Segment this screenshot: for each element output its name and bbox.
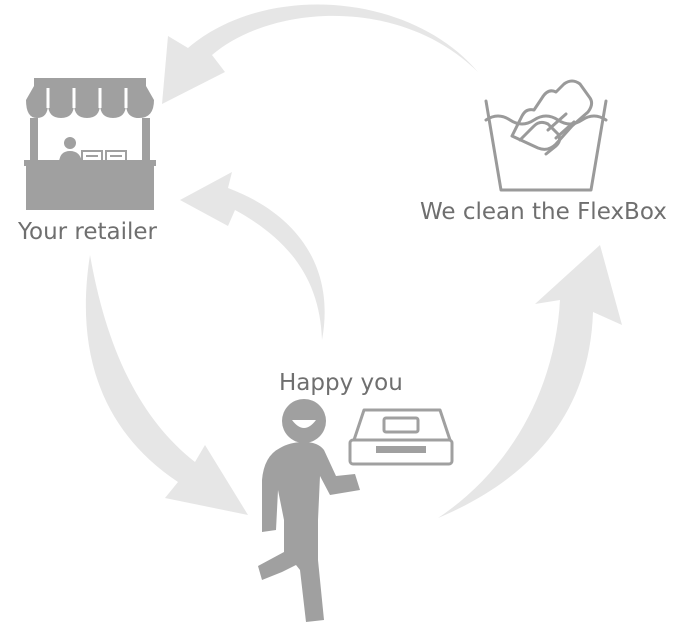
arrow-you-to-clean bbox=[438, 245, 622, 518]
you-label: Happy you bbox=[279, 370, 403, 396]
arrow-clean-to-retailer bbox=[162, 4, 478, 105]
washing-hands-icon bbox=[484, 79, 608, 192]
retailer-label: Your retailer bbox=[17, 219, 158, 245]
arrow-you-to-retailer bbox=[180, 172, 325, 340]
happy-person-with-box-icon bbox=[258, 399, 454, 622]
market-stall-icon bbox=[24, 78, 156, 210]
cycle-arrows bbox=[85, 4, 622, 518]
clean-label: We clean the FlexBox bbox=[420, 199, 667, 225]
arrow-retailer-to-you bbox=[85, 255, 248, 515]
flexbox-icon bbox=[348, 408, 454, 466]
